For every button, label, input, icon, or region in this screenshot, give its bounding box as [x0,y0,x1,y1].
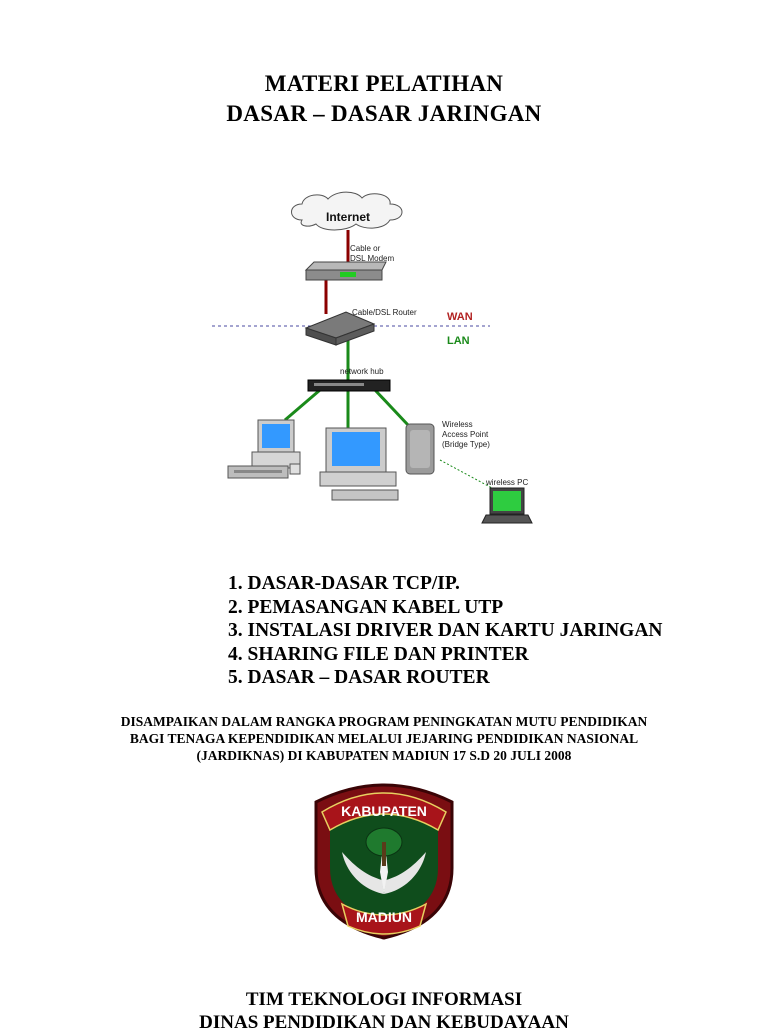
topic-item: 2. PEMASANGAN KABEL UTP [228,596,663,620]
laptop-icon [481,487,533,524]
kabupaten-madiun-emblem: KABUPATEN MADIUN [314,783,454,940]
cloud-label: Internet [326,210,370,224]
event-note-line-2: BAGI TENAGA KEPENDIDIKAN MELALUI JEJARIN… [129,731,639,746]
wireless-pc-label: wireless PC [485,478,528,487]
router-icon [304,311,376,346]
topic-number: 4. [228,643,243,665]
topic-number: 1. [228,573,243,594]
emblem-bottom-text: MADIUN [356,909,412,925]
topic-number: 2. [228,596,243,618]
topic-item: 5. DASAR – DASAR ROUTER [228,666,663,690]
network-diagram: Internet Cable or DSL Modem Cable/DSL Ro… [212,191,533,524]
access-point-label-line-1: Wireless [442,420,473,429]
wireless-access-point-icon [405,423,435,475]
access-point-label-line-2: Access Point [442,430,489,439]
topic-list: 1. DASAR-DASAR TCP/IP. 2. PEMASANGAN KAB… [228,572,663,690]
desktop-pc-icon [227,419,301,479]
topic-text: DASAR – DASAR ROUTER [247,667,490,688]
document-title-line-1: MATERI PELATIHAN [264,71,504,96]
emblem-top-text: KABUPATEN [341,803,427,819]
document-title-line-2: DASAR – DASAR JARINGAN [226,101,542,126]
topic-text: INSTALASI DRIVER DAN KARTU JARINGAN [247,620,663,641]
topic-item: 1. DASAR-DASAR TCP/IP. [228,572,663,596]
internet-cloud: Internet [291,191,403,231]
topic-item: 3. INSTALASI DRIVER DAN KARTU JARINGAN [228,619,663,643]
desktop-pc-icon [319,427,399,501]
network-hub-icon [307,379,391,392]
router-label: Cable/DSL Router [352,308,417,317]
hub-label: network hub [340,367,384,376]
wireless-link [439,459,493,489]
dsl-modem-icon [304,261,387,281]
modem-label-line-2: DSL Modem [350,254,395,263]
access-point-label-line-3: (Bridge Type) [442,440,490,449]
topic-text: DASAR-DASAR TCP/IP. [247,573,460,594]
wan-label: WAN [447,311,473,323]
topic-number: 5. [228,667,243,688]
topic-text: PEMASANGAN KABEL UTP [247,596,504,618]
footer-line-1: TIM TEKNOLOGI INFORMASI [245,989,523,1010]
footer-line-2: DINAS PENDIDIKAN DAN KEBUDAYAAN [199,1012,569,1033]
lan-cables [284,340,410,430]
topic-text: SHARING FILE DAN PRINTER [247,643,529,665]
event-note-line-1: DISAMPAIKAN DALAM RANGKA PROGRAM PENINGK… [120,714,648,729]
topic-number: 3. [228,620,243,641]
wan-cables [324,230,350,314]
lan-label: LAN [447,335,470,347]
event-note-line-3: (JARDIKNAS) DI KABUPATEN MADIUN 17 S.D 2… [196,748,572,763]
topic-item: 4. SHARING FILE DAN PRINTER [228,643,663,667]
modem-label-line-1: Cable or [350,244,381,253]
